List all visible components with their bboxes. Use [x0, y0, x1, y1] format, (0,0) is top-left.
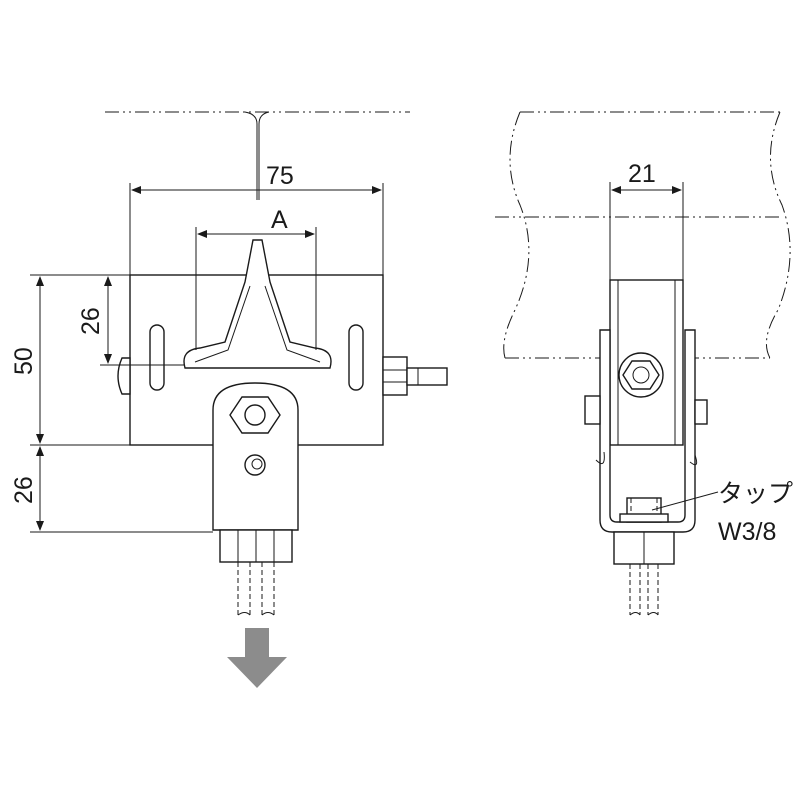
flange-grip: [183, 239, 332, 369]
pivot-pin: [244, 404, 266, 426]
dim-label-21: 21: [628, 160, 656, 188]
left-end-cap: [117, 357, 131, 395]
beam-outline: [503, 111, 791, 359]
hanger-rod: [237, 562, 275, 615]
load-direction-arrow: [227, 628, 287, 688]
dim-label-50: 50: [10, 347, 38, 375]
front-view: 75 A 50 26 26: [10, 111, 448, 688]
left-slot: [149, 324, 165, 391]
dim-label-75: 75: [266, 162, 294, 190]
side-hanger-rod: [629, 564, 659, 615]
tap-size-label: W3/8: [718, 518, 776, 546]
tap-leader: [651, 491, 719, 511]
right-slot: [348, 324, 364, 391]
tap-label: タップ: [718, 480, 793, 508]
right-nut: [382, 356, 408, 396]
dim-label-26-upper: 26: [77, 307, 105, 335]
dim-label-26-lower: 26: [10, 476, 38, 504]
side-right-nut: [694, 399, 708, 425]
flange-grip-inner: [194, 285, 321, 363]
right-bolt: [406, 367, 448, 386]
side-bolt-hex: [622, 360, 660, 390]
dim-label-a: A: [271, 206, 288, 234]
side-left-nut: [584, 395, 601, 425]
u-stirrup: [599, 329, 696, 533]
side-view: 21 タップ W3/8: [495, 111, 793, 616]
beam-flange-profile: [244, 111, 270, 200]
